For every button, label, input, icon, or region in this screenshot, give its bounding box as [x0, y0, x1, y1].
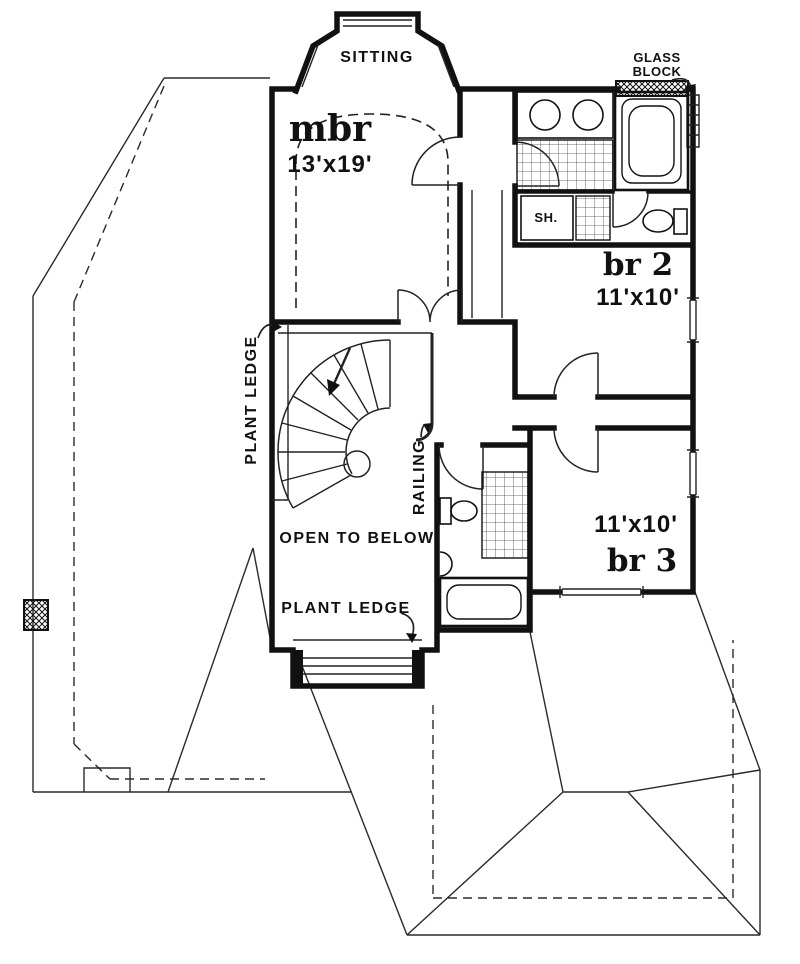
- glass-block-window: [615, 80, 689, 97]
- shower-tile: [575, 195, 611, 241]
- stair-direction-arrow-shaft: [331, 347, 352, 387]
- toilet-lower-bowl: [450, 500, 478, 522]
- room-label-br2: br 2: [603, 247, 673, 283]
- window-details: [272, 19, 700, 675]
- chimney-block: [23, 599, 49, 631]
- roof-dashed-lines: [73, 85, 734, 899]
- sink-basin-left: [529, 99, 561, 131]
- room-label-mbr: mbr: [289, 108, 372, 150]
- room-label-br3: br 3: [607, 543, 677, 579]
- roof-outline: [32, 77, 761, 936]
- lower-bath-sink: [439, 551, 453, 577]
- tub-upper-mid: [621, 98, 682, 184]
- label-glass-block-line1: GLASS: [633, 50, 680, 65]
- lower-bath-fixtures: [438, 471, 530, 628]
- stair-newel-curl: [343, 450, 371, 478]
- stair-treads: [278, 340, 391, 509]
- shower-stall: [520, 195, 574, 241]
- vanity-counter: [516, 91, 614, 139]
- toilet-upper-tank: [673, 208, 688, 235]
- tub-upper-inner: [628, 105, 675, 177]
- tub-lower-outer: [438, 576, 530, 628]
- label-glass-block-line2: BLOCK: [633, 64, 682, 79]
- sink-basin-right: [572, 99, 604, 131]
- tub-upper-outer: [613, 90, 690, 192]
- label-open-to-below: OPEN TO BELOW: [279, 530, 434, 547]
- label-shower: SH.: [534, 210, 557, 225]
- tub-lower-inner: [446, 584, 522, 620]
- window-lines: [272, 19, 700, 675]
- stair-assembly: [277, 332, 434, 509]
- room-size-br3: 11'x10': [594, 511, 678, 538]
- bath-tile-floor: [516, 139, 614, 191]
- plan-labels: SITTING mbr 13'x19' GLASS BLOCK SH. br 2…: [243, 49, 681, 617]
- label-plant-ledge-bottom: PLANT LEDGE: [281, 600, 410, 617]
- room-size-br2: 11'x10': [596, 284, 680, 311]
- label-plant-ledge-left: PLANT LEDGE: [243, 335, 260, 464]
- label-sitting: SITTING: [340, 49, 414, 66]
- upper-bath-fixtures: [516, 90, 690, 241]
- stair-railing-line: [415, 333, 434, 442]
- lower-bath-tile: [481, 471, 529, 559]
- stair-arcs: [277, 332, 432, 509]
- toilet-lower-tank: [439, 497, 452, 525]
- toilet-upper-bowl: [642, 209, 674, 233]
- mbr-ceiling-dashed-outline: [295, 113, 449, 308]
- bottom-bay-end-blocks: [293, 650, 422, 686]
- label-railing: RAILING: [411, 439, 428, 515]
- room-size-mbr: 13'x19': [287, 151, 372, 178]
- stair-direction-arrow-head: [327, 379, 340, 396]
- roof-solid-lines: [32, 77, 761, 936]
